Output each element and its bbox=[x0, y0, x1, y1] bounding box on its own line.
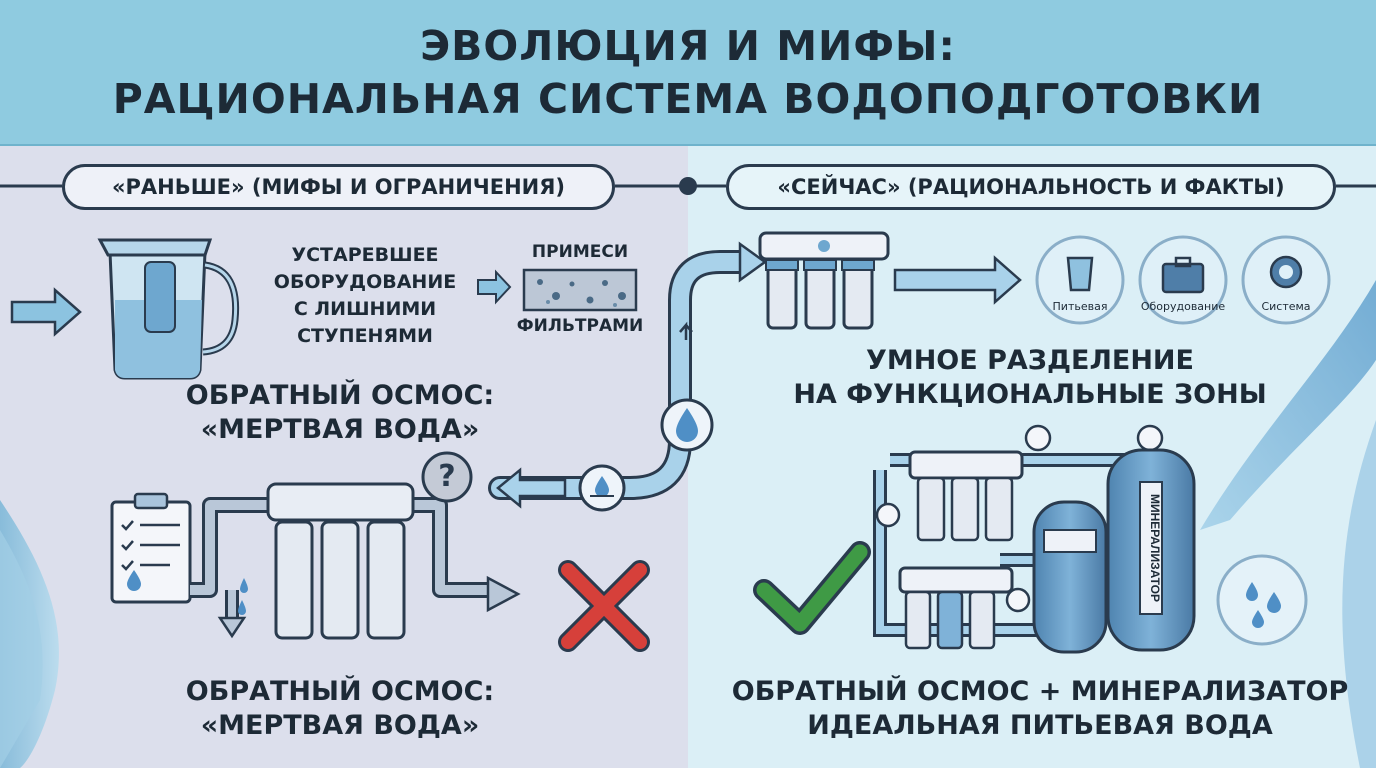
right-section-heading: «СЕЙЧАС» (РАЦИОНАЛЬНОСТЬ И ФАКТЫ) bbox=[726, 164, 1336, 210]
question-mark-text: ? bbox=[438, 459, 456, 494]
water-wave-right-icon bbox=[1200, 280, 1376, 530]
zone-drinking-icon bbox=[1035, 235, 1125, 325]
pipe-drop-badge-small-icon bbox=[578, 464, 626, 512]
timeline bbox=[0, 177, 1376, 195]
question-badge-icon bbox=[421, 451, 473, 503]
old-ro-unit-icon bbox=[266, 482, 415, 640]
zone-drinking-label: Питьевая bbox=[1052, 300, 1108, 313]
small-tank-icon bbox=[1032, 500, 1108, 654]
pipe-drop-badge-icon bbox=[660, 398, 714, 452]
impurities-filter-icon bbox=[522, 268, 638, 312]
mineralizer-tank-label: МИНЕРАЛИЗАТОР bbox=[1148, 494, 1162, 602]
mineralizer-tank-icon: МИНЕРАЛИЗАТОР bbox=[1106, 448, 1196, 652]
green-check-icon bbox=[753, 541, 871, 635]
zone-system-label: Система bbox=[1261, 300, 1311, 313]
outdated-line-4: СТУПЕНЯМИ bbox=[297, 325, 433, 347]
old-ro-pipes-icon bbox=[190, 497, 521, 639]
arrow-to-zones-icon bbox=[893, 255, 1022, 305]
myth2-line2: «МЕРТВАЯ ВОДА» bbox=[200, 710, 480, 741]
zone-equipment-label: Оборудование bbox=[1140, 300, 1226, 313]
outdated-line-2: ОБОРУДОВАНИЕ bbox=[273, 271, 457, 293]
clipboard-checklist-icon bbox=[110, 492, 192, 604]
page-header: ЭВОЛЮЦИЯ И МИФЫ: РАЦИОНАЛЬНАЯ СИСТЕМА ВО… bbox=[0, 0, 1376, 146]
timeline-dot-icon bbox=[679, 177, 697, 195]
myth1-line1: ОБРАТНЫЙ ОСМОС: bbox=[185, 380, 495, 411]
page-title-line2: РАЦИОНАЛЬНАЯ СИСТЕМА ВОДОПОДГОТОВКИ bbox=[112, 75, 1264, 123]
red-cross-icon bbox=[558, 560, 650, 652]
result-line2: ИДЕАЛЬНАЯ ПИТЬЕВАЯ ВОДА bbox=[807, 710, 1273, 741]
myth1-line2: «МЕРТВАЯ ВОДА» bbox=[200, 414, 480, 445]
page-title-line1: ЭВОЛЮЦИЯ И МИФЫ: bbox=[420, 22, 956, 70]
compact-filter-system-icon bbox=[758, 231, 890, 330]
outdated-line-1: УСТАРЕВШЕЕ bbox=[291, 244, 439, 266]
ro-unit-top-row-icon bbox=[908, 450, 1024, 542]
ro-unit-bottom-row-icon bbox=[898, 566, 1014, 650]
impurities-label: ПРИМЕСИ bbox=[531, 242, 629, 262]
pipe-left-arrow-icon bbox=[496, 467, 567, 509]
arrow-to-impurities-icon bbox=[477, 269, 512, 305]
smart-division-line1: УМНОЕ РАЗДЕЛЕНИЕ bbox=[866, 345, 1194, 376]
water-pitcher-icon bbox=[97, 238, 240, 380]
zone-equipment-icon bbox=[1138, 235, 1228, 325]
smart-division-line2: НА ФУНКЦИОНАЛЬНЫЕ ЗОНЫ bbox=[793, 379, 1267, 410]
input-arrow-icon bbox=[10, 287, 82, 337]
myth2-line1: ОБРАТНЫЙ ОСМОС: bbox=[185, 676, 495, 707]
water-drops-bubble-icon bbox=[1216, 554, 1308, 646]
outdated-equipment-text: УСТАРЕВШЕЕ ОБОРУДОВАНИЕ С ЛИШНИМИ СТУПЕН… bbox=[255, 242, 475, 350]
outdated-line-3: С ЛИШНИМИ bbox=[293, 298, 437, 320]
filters-label: ФИЛЬТРАМИ bbox=[516, 316, 644, 336]
zone-system-icon bbox=[1241, 235, 1331, 325]
left-section-heading: «РАНЬШЕ» (МИФЫ И ОГРАНИЧЕНИЯ) bbox=[62, 164, 615, 210]
result-line1: ОБРАТНЫЙ ОСМОС + МИНЕРАЛИЗАТОР bbox=[731, 676, 1349, 707]
